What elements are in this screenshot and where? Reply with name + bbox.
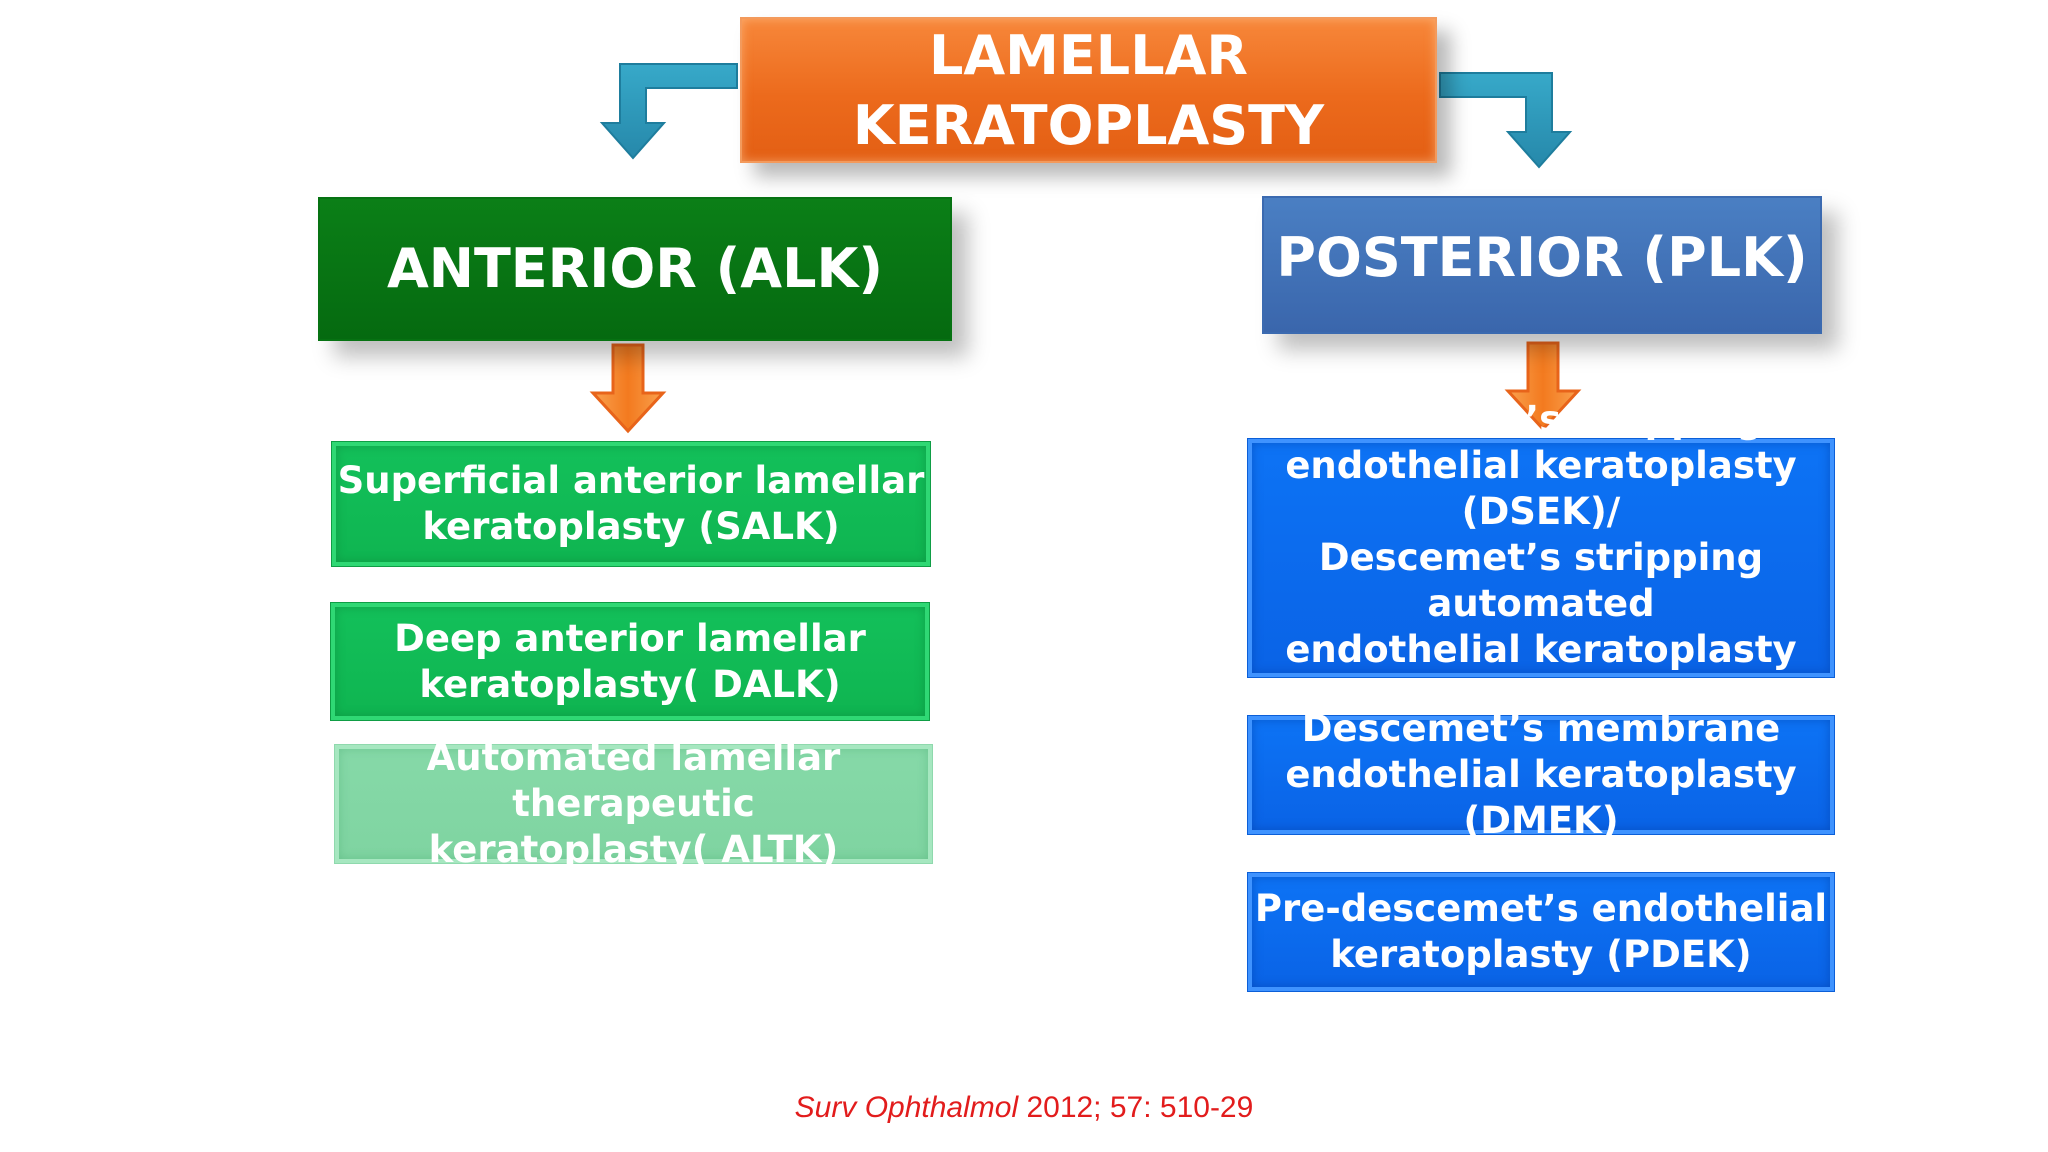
root-node-label: LAMELLAR KERATOPLASTY: [853, 21, 1324, 161]
item-line: endothelial keratoplasty (DSEK)/: [1285, 444, 1797, 533]
item-line: keratoplasty (SALK): [422, 505, 840, 548]
item-line: keratoplasty( DALK): [419, 662, 841, 706]
item-line: Superficial anterior lamellar: [337, 459, 925, 502]
citation: Surv Ophthalmol 2012; 57: 510-29: [0, 1088, 2048, 1128]
posterior-header: POSTERIOR (PLK): [1262, 196, 1822, 334]
item-line: Descemet’s stripping automated: [1318, 536, 1764, 625]
anterior-header: ANTERIOR (ALK): [318, 197, 952, 341]
anterior-down-arrow: [589, 343, 667, 434]
posterior-down-arrow: [1504, 341, 1582, 432]
left-bent-arrow: [599, 63, 738, 160]
root-line: KERATOPLASTY: [852, 94, 1325, 157]
anterior-item-dalk: Deep anterior lamellar keratoplasty( DAL…: [331, 603, 929, 720]
citation-details: 2012; 57: 510-29: [1018, 1091, 1254, 1124]
item-line: endothelial keratoplasty (DMEK): [1285, 753, 1797, 842]
item-line: keratoplasty( ALTK): [428, 828, 839, 871]
item-line: Descemet’s stripping: [1318, 398, 1764, 441]
item-line: Descemet’s membrane: [1301, 707, 1781, 750]
item-line: endothelial keratoplasty: [1285, 628, 1797, 671]
posterior-item-pdek: Pre-descemet’s endothelial keratoplasty …: [1248, 873, 1834, 991]
anterior-item-salk: Superficial anterior lamellar keratoplas…: [332, 442, 930, 566]
item-line: Pre-descemet’s endothelial: [1254, 887, 1828, 930]
right-bent-arrow: [1439, 72, 1573, 169]
citation-journal: Surv Ophthalmol: [794, 1091, 1019, 1124]
root-node-lamellar-keratoplasty: LAMELLAR KERATOPLASTY: [740, 17, 1437, 163]
posterior-header-label: POSTERIOR (PLK): [1276, 226, 1808, 289]
posterior-item-dsek-dsaek: Descemet’s stripping endothelial keratop…: [1248, 398, 1834, 717]
anterior-item-altk: Automated lamellar therapeutic keratopla…: [335, 736, 932, 871]
anterior-header-label: ANTERIOR (ALK): [386, 237, 884, 300]
posterior-item-dmek: Descemet’s membrane endothelial keratopl…: [1248, 707, 1834, 842]
item-line: Automated lamellar therapeutic: [426, 736, 841, 825]
item-line: Deep anterior lamellar: [394, 616, 866, 660]
item-line: (DSAEK): [1454, 674, 1628, 717]
item-line: keratoplasty (PDEK): [1330, 933, 1752, 976]
root-line: LAMELLAR: [928, 24, 1248, 87]
